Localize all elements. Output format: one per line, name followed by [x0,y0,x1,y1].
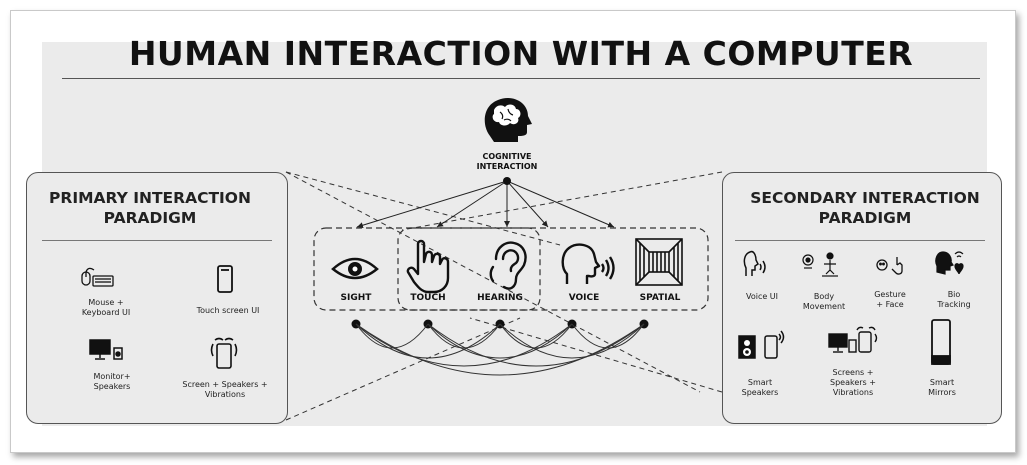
secondary-item-line: Smart [747,378,773,387]
primary-item-screen-speakers-vibrations: Screen + Speakers + Vibrations [170,380,280,400]
eye-icon [331,257,379,280]
vibrating-phone-icon [210,337,238,369]
primary-paradigm-panel [26,172,288,424]
spatial-room-icon [635,238,683,286]
primary-item-mouse-keyboard: Mouse + Keyboard UI [66,298,146,318]
cognitive-line2: INTERACTION [476,162,538,171]
primary-item-line: Monitor+ [93,372,131,381]
brain-head-icon [484,97,532,142]
primary-item-line: Keyboard UI [81,308,131,317]
secondary-item-line: Screens + [832,368,874,377]
secondary-item-smart-speakers: Smart Speakers [732,378,788,398]
secondary-item-line: Mirrors [928,388,956,397]
cognitive-interaction-label: COGNITIVE INTERACTION [460,152,554,172]
secondary-item-line: Gesture [874,290,906,299]
secondary-paradigm-panel [722,172,1002,424]
secondary-item-line: Vibrations [832,388,874,397]
page-title: HUMAN INTERACTION WITH A COMPUTER [128,34,914,73]
cognitive-node-dot [503,177,511,185]
secondary-panel-title: SECONDARY INTERACTION PARADIGM [740,188,990,228]
primary-item-touch-screen: Touch screen UI [180,306,276,316]
secondary-title-line2: PARADIGM [818,209,912,227]
secondary-title-line1: SECONDARY INTERACTION [750,189,980,207]
screens-speakers-icon [828,326,878,353]
secondary-item-screens-speakers-vibrations: Screens + Speakers + Vibrations [820,368,886,398]
primary-item-line: Touch screen UI [196,306,260,315]
body-movement-icon [802,252,838,277]
secondary-item-line: Smart [929,378,955,387]
primary-item-line: Screen + Speakers + [182,380,268,389]
secondary-item-gesture-face: Gesture + Face [864,290,916,310]
secondary-item-body-movement: Body Movement [796,292,852,312]
bio-tracking-icon [935,251,964,275]
smart-mirror-icon [931,319,951,365]
secondary-item-bio-tracking: Bio Tracking [928,290,980,310]
secondary-item-line: Movement [802,302,846,311]
secondary-item-voice-ui: Voice UI [734,292,790,302]
group-box-expression [397,227,709,311]
cognitive-line1: COGNITIVE [482,152,532,161]
primary-panel-title: PRIMARY INTERACTION PARADIGM [40,188,260,228]
cognitive-arrows [356,180,615,229]
modality-arcs [355,323,645,376]
pointing-hand-icon [406,239,450,294]
mouse-keyboard-icon [81,267,114,287]
ear-icon [489,241,527,290]
secondary-item-line: Speakers + [830,378,876,387]
speaking-head-icon [561,243,615,284]
secondary-item-line: Body [813,292,835,301]
secondary-item-line: Bio [947,290,961,299]
smartphone-icon [217,265,233,293]
voice-head-icon [743,250,766,276]
modality-label-hearing: HEARING [477,293,523,303]
secondary-item-smart-mirrors: Smart Mirrors [916,378,968,398]
primary-title-divider [42,240,272,241]
secondary-item-line: Voice UI [745,292,779,301]
smart-speaker-icon [738,330,785,359]
primary-title-line2: PARADIGM [103,209,197,227]
primary-item-line: Vibrations [204,390,246,399]
modality-label-sight: SIGHT [340,293,372,303]
title-divider [62,78,980,79]
secondary-item-line: + Face [876,300,904,309]
secondary-item-line: Tracking [937,300,971,309]
group-box-sensing [313,227,541,311]
primary-item-monitor-speakers: Monitor+ Speakers [74,372,150,392]
modality-label-spatial: SPATIAL [639,293,681,303]
monitor-speaker-icon [89,339,123,360]
modality-label-touch: TOUCH [410,293,446,303]
gesture-face-icon [876,257,903,275]
primary-item-line: Mouse + [88,298,124,307]
modality-label-voice: VOICE [568,293,600,303]
secondary-item-line: Speakers [741,388,779,397]
primary-title-line1: PRIMARY INTERACTION [49,189,251,207]
primary-item-line: Speakers [93,382,131,391]
secondary-title-divider [735,240,985,241]
